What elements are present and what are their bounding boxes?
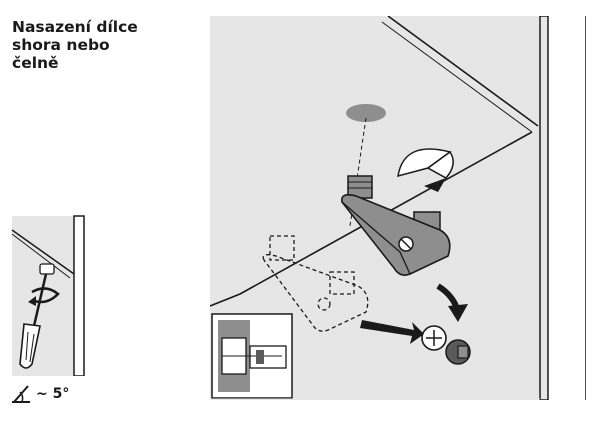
shelf-top-edge xyxy=(387,16,539,127)
assembly-illustration xyxy=(210,16,586,400)
cam-screw xyxy=(421,325,447,351)
insert-arrow-icon xyxy=(424,178,446,192)
connector-bolt xyxy=(445,339,471,365)
angle-value: ~ 5° xyxy=(36,386,70,402)
angle-icon xyxy=(12,385,30,403)
drilled-hole xyxy=(346,104,386,122)
instruction-title: Nasazení dílce shora nebo čelně xyxy=(12,18,138,72)
title-line-2: shora nebo xyxy=(12,36,110,54)
screwdriver-shaft xyxy=(32,273,48,327)
screwdriver-handle xyxy=(19,323,41,369)
shelf-connector-fitting xyxy=(340,175,451,276)
direction-arrow-icon xyxy=(360,320,424,344)
screwdriver-illustration xyxy=(10,214,86,376)
panel-side xyxy=(73,215,85,376)
angle-tolerance-note: ~ 5° xyxy=(10,384,69,404)
ghost-fitting-outline xyxy=(262,235,369,332)
connector-fitting xyxy=(39,263,55,275)
detail-inset xyxy=(211,313,293,399)
title-line-3: čelně xyxy=(12,54,59,72)
title-line-1: Nasazení dílce xyxy=(12,18,138,36)
